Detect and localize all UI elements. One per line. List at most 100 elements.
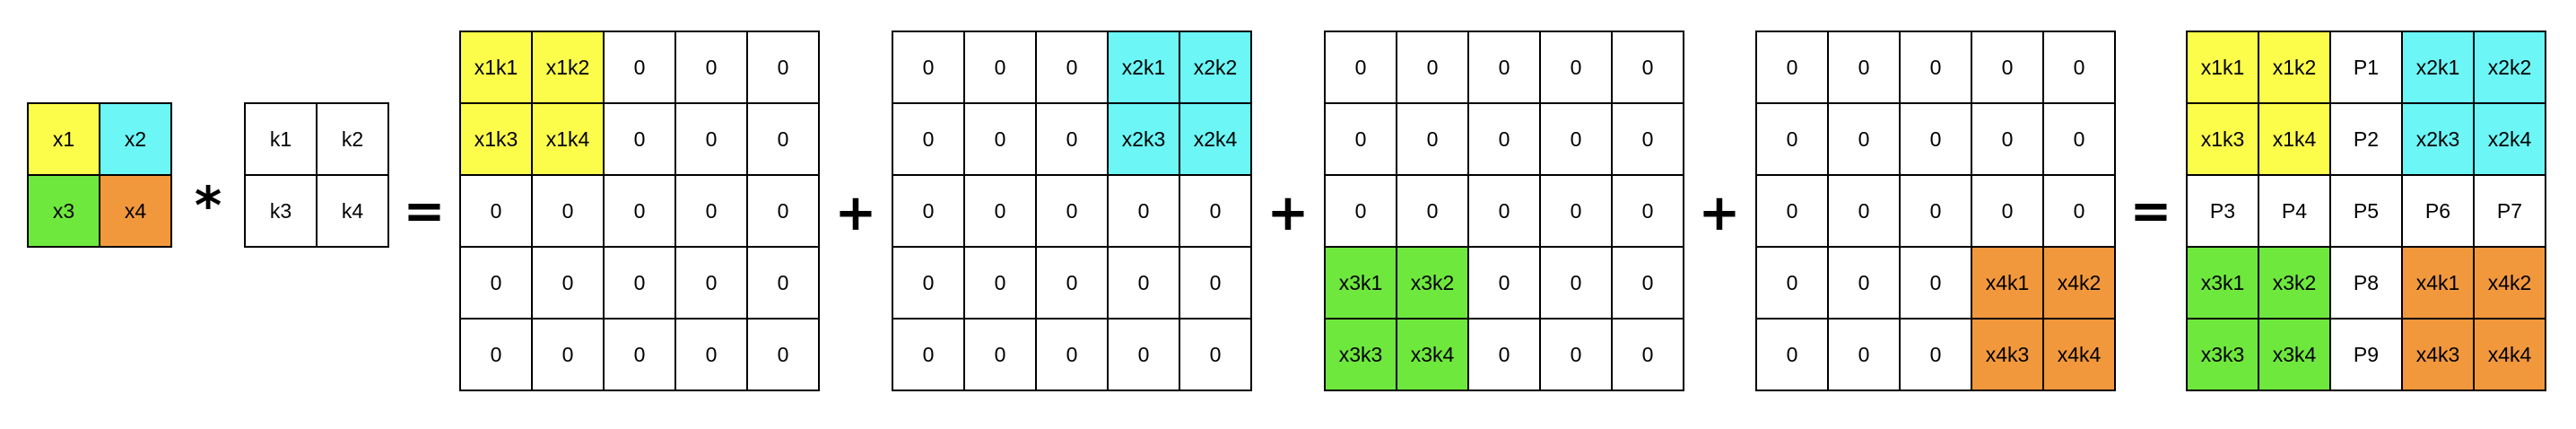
partial-x3-cell-r5c1: x3k3 [1326, 320, 1397, 391]
partial-x4-cell-r1c3: 0 [1901, 32, 1972, 104]
partial-x2-cell-r5c3: 0 [1037, 320, 1109, 391]
partial-x4-cell-r3c3: 0 [1901, 176, 1972, 248]
partial-x2-cell-r1c4: x2k1 [1109, 32, 1180, 104]
partial-x2-cell-r5c4: 0 [1109, 320, 1180, 391]
partial-x3-cell-r4c2: x3k2 [1397, 248, 1469, 320]
result-cell-r2c4: x2k3 [2403, 104, 2475, 176]
partial-x4-cell-r4c2: 0 [1829, 248, 1901, 320]
partial-x3-cell-r1c2: 0 [1397, 32, 1469, 104]
partial-x3-cell-r3c4: 0 [1541, 176, 1613, 248]
partial-x2-cell-r3c1: 0 [893, 176, 965, 248]
partial-x4-cell-r3c4: 0 [1972, 176, 2044, 248]
partial-x3-cell-r3c5: 0 [1613, 176, 1684, 248]
result-cell-r1c1: x1k1 [2188, 32, 2259, 104]
result-cell-r2c2: x1k4 [2259, 104, 2331, 176]
partial-x4-cell-r4c5: x4k2 [2044, 248, 2116, 320]
partial-x4-cell-r2c4: 0 [1972, 104, 2044, 176]
partial-x4-cell-r2c5: 0 [2044, 104, 2116, 176]
result-cell-r5c1: x3k3 [2188, 320, 2259, 391]
plus-operator-2: + [1266, 184, 1310, 242]
partial-x4-cell-r4c1: 0 [1757, 248, 1829, 320]
kernel-cell-r2c1: k3 [246, 176, 318, 248]
equals-operator-1: = [403, 182, 446, 241]
partial-x3-cell-r1c3: 0 [1469, 32, 1541, 104]
partial-x4-cell-r3c5: 0 [2044, 176, 2116, 248]
result-cell-r3c4: P6 [2403, 176, 2475, 248]
partial-x3-cell-r5c4: 0 [1541, 320, 1613, 391]
input-cell-r2c1: x3 [29, 176, 100, 248]
kernel-cell-r1c1: k1 [246, 104, 318, 176]
partial-x4-cell-r5c3: 0 [1901, 320, 1972, 391]
partial-x1-cell-r3c1: 0 [461, 176, 533, 248]
partial-x1-cell-r5c3: 0 [605, 320, 676, 391]
result-cell-r2c5: x2k4 [2475, 104, 2546, 176]
kernel-cell-r2c2: k4 [318, 176, 389, 248]
result-cell-r1c3: P1 [2331, 32, 2403, 104]
partial-x1-cell-r5c1: 0 [461, 320, 533, 391]
result-cell-r3c3: P5 [2331, 176, 2403, 248]
result-cell-r4c2: x3k2 [2259, 248, 2331, 320]
partial-x4-cell-r3c2: 0 [1829, 176, 1901, 248]
convolve-operator: * [194, 175, 222, 236]
partial-x3-cell-r1c4: 0 [1541, 32, 1613, 104]
partial-x1-cell-r2c1: x1k3 [461, 104, 533, 176]
partial-x4-cell-r1c5: 0 [2044, 32, 2116, 104]
partial-x3-cell-r4c1: x3k1 [1326, 248, 1397, 320]
result-cell-r5c5: x4k4 [2475, 320, 2546, 391]
partial-x1-cell-r5c2: 0 [533, 320, 605, 391]
partial-x2-cell-r4c1: 0 [893, 248, 965, 320]
partial-x1-cell-r1c4: 0 [676, 32, 748, 104]
partial-x4-cell-r3c1: 0 [1757, 176, 1829, 248]
partial-x2-cell-r4c3: 0 [1037, 248, 1109, 320]
result-cell-r5c2: x3k4 [2259, 320, 2331, 391]
partial-x1-cell-r1c1: x1k1 [461, 32, 533, 104]
partial-x3-cell-r2c5: 0 [1613, 104, 1684, 176]
result-cell-r4c4: x4k1 [2403, 248, 2475, 320]
result-cell-r5c3: P9 [2331, 320, 2403, 391]
partial-x3-cell-r4c3: 0 [1469, 248, 1541, 320]
partial-x3-cell-r3c1: 0 [1326, 176, 1397, 248]
partial-x4-cell-r1c4: 0 [1972, 32, 2044, 104]
partial-x3-cell-r2c4: 0 [1541, 104, 1613, 176]
equals-operator-2: = [2129, 182, 2172, 241]
result-cell-r4c5: x4k2 [2475, 248, 2546, 320]
partial-x1-cell-r1c2: x1k2 [533, 32, 605, 104]
partial-x2-cell-r2c4: x2k3 [1109, 104, 1180, 176]
partial-x3-cell-r2c2: 0 [1397, 104, 1469, 176]
partial-x4-cell-r1c2: 0 [1829, 32, 1901, 104]
result-cell-r4c3: P8 [2331, 248, 2403, 320]
partial-x4-cell-r5c5: x4k4 [2044, 320, 2116, 391]
partial-x1-cell-r4c2: 0 [533, 248, 605, 320]
result-cell-r5c4: x4k3 [2403, 320, 2475, 391]
partial-x4-cell-r5c2: 0 [1829, 320, 1901, 391]
partial-x2-cell-r5c1: 0 [893, 320, 965, 391]
partial-x4-cell-r4c3: 0 [1901, 248, 1972, 320]
partial-x3-cell-r5c2: x3k4 [1397, 320, 1469, 391]
kernel-cell-r1c2: k2 [318, 104, 389, 176]
input-cell-r1c1: x1 [29, 104, 100, 176]
partial-x1-cell-r3c5: 0 [748, 176, 820, 248]
partial-x3-cell-r1c5: 0 [1613, 32, 1684, 104]
partial-x4-cell-r1c1: 0 [1757, 32, 1829, 104]
result-cell-r1c4: x2k1 [2403, 32, 2475, 104]
partial-x3-cell-r5c3: 0 [1469, 320, 1541, 391]
input-cell-r1c2: x2 [100, 104, 172, 176]
partial-x2-cell-r4c5: 0 [1180, 248, 1252, 320]
partial-x1-cell-r2c4: 0 [676, 104, 748, 176]
partial-x1-cell-r2c2: x1k4 [533, 104, 605, 176]
partial-x3-cell-r3c2: 0 [1397, 176, 1469, 248]
partial-x1-cell-r3c3: 0 [605, 176, 676, 248]
partial-x1-cell-r4c5: 0 [748, 248, 820, 320]
result-cell-r3c2: P4 [2259, 176, 2331, 248]
input-cell-r2c2: x4 [100, 176, 172, 248]
partial-x2-cell-r1c2: 0 [965, 32, 1037, 104]
partial-x1-cell-r4c3: 0 [605, 248, 676, 320]
partial-x1-cell-r3c2: 0 [533, 176, 605, 248]
partial-x2-cell-r2c5: x2k4 [1180, 104, 1252, 176]
partial-x2-cell-r1c3: 0 [1037, 32, 1109, 104]
partial-x4-cell-r2c3: 0 [1901, 104, 1972, 176]
partial-x2-cell-r2c3: 0 [1037, 104, 1109, 176]
